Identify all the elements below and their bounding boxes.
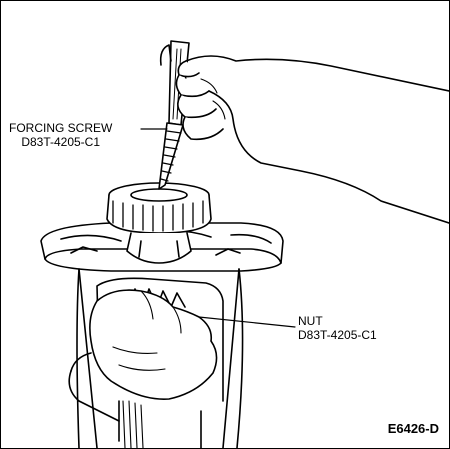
bearing-cone	[106, 182, 212, 264]
lower-hand	[68, 289, 218, 422]
figure-id: E6426-D	[387, 421, 439, 436]
forcing-screw-part-number: D83T-4205-C1	[21, 135, 101, 149]
forcing-screw-name: FORCING SCREW	[9, 121, 113, 135]
nut-leader	[198, 316, 296, 328]
nut-label: NUT D83T-4205-C1	[298, 314, 377, 342]
nut-part-number: D83T-4205-C1	[298, 328, 377, 342]
forcing-screw-label: FORCING SCREW D83T-4205-C1	[9, 121, 112, 149]
upper-hand	[159, 44, 449, 224]
nut-name: NUT	[298, 314, 323, 328]
